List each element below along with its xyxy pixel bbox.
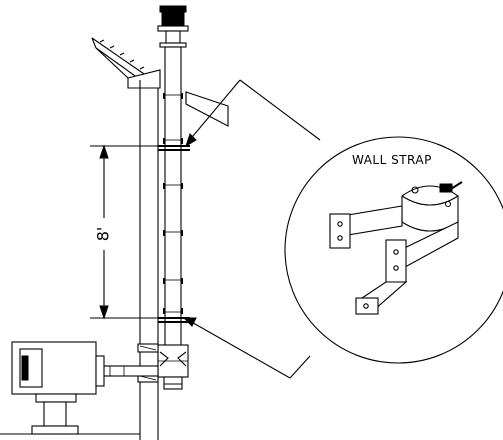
- roof: [91, 37, 161, 89]
- wall-strap-label: WALL STRAP: [352, 153, 432, 167]
- wall-strap-callout: WALL STRAP: [284, 136, 503, 364]
- callout-leaders: [182, 79, 321, 379]
- roof-support-bracket: [185, 91, 229, 127]
- tee-connector: [157, 344, 189, 390]
- wall-strap-detail: [329, 181, 463, 315]
- connector-pipe: [95, 365, 159, 377]
- chimney-cap: [157, 5, 189, 48]
- wall-thimble: [137, 343, 159, 383]
- wall: [139, 80, 159, 440]
- wood-stove: [0, 341, 140, 435]
- height-dimension: 8': [90, 144, 170, 320]
- chimney-pipe: [163, 46, 183, 370]
- height-dimension-label: 8': [94, 227, 113, 242]
